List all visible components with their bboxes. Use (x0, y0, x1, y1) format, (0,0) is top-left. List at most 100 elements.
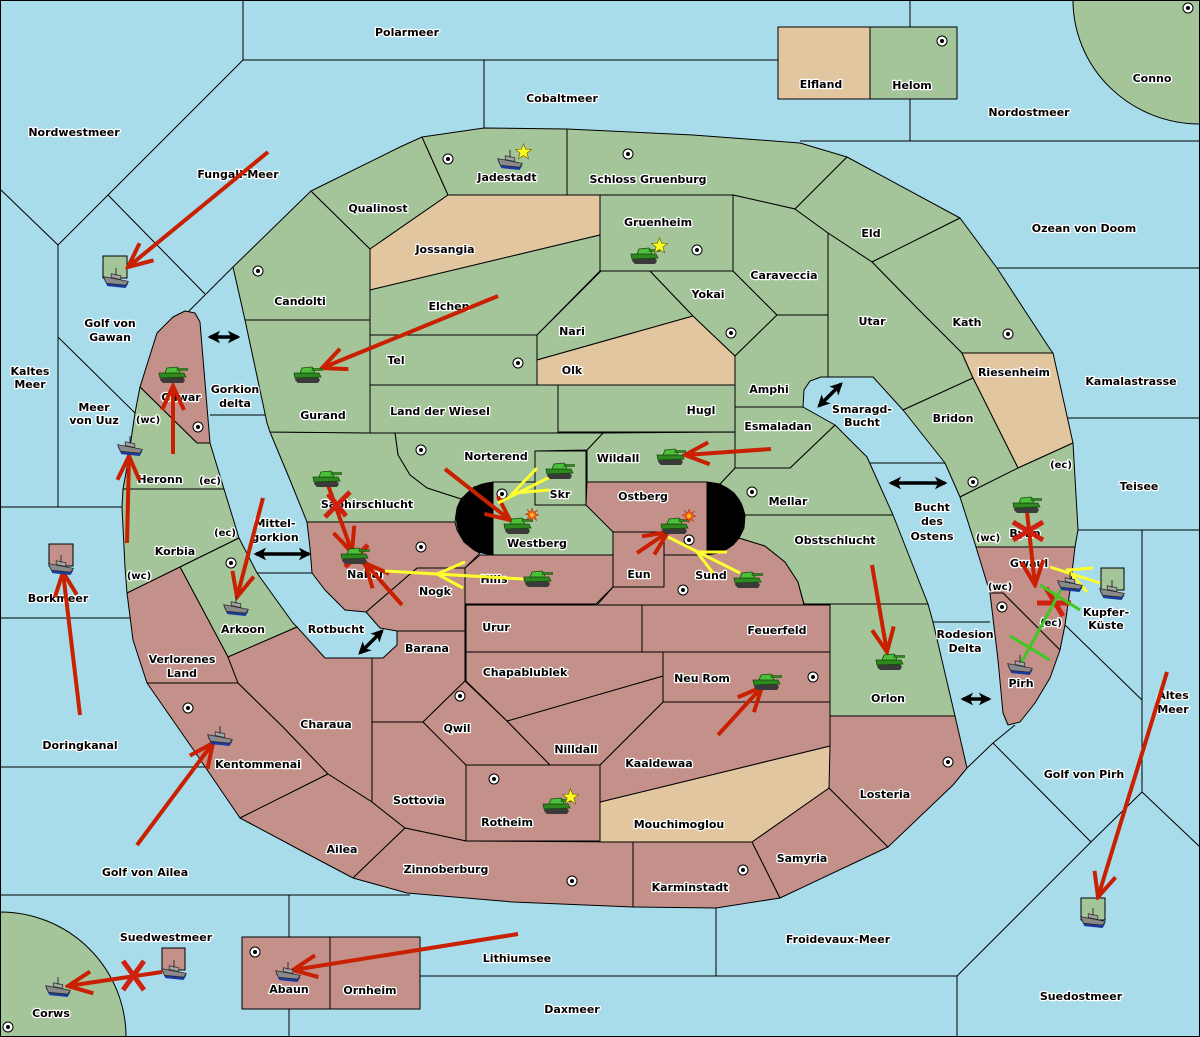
territory-ornheim[interactable] (329, 936, 421, 1010)
label-rotbucht: Rotbucht (308, 623, 365, 636)
label-nari: Nari (559, 325, 585, 338)
label-korbia-east-coast: (ec) (214, 528, 236, 539)
territory-land-der-wiesel[interactable] (369, 384, 559, 434)
move-orders (63, 150, 1169, 986)
label-candolti: Candolti (274, 295, 326, 308)
label-riesenheim: Riesenheim (978, 366, 1050, 379)
failed-x-icon (1011, 519, 1045, 543)
label-feuerfeld: Feuerfeld (747, 624, 806, 637)
supply-center-icon (1182, 2, 1194, 14)
move-arrow (135, 743, 213, 847)
label-sottovia: Sottovia (393, 794, 445, 807)
label-teisee: Teisee (1120, 480, 1159, 493)
label-korbia-west-coast: (wc) (127, 571, 151, 582)
label-obstschlucht: Obstschlucht (794, 534, 875, 547)
label-mouchimoglou: Mouchimoglou (634, 818, 725, 831)
label-kaaldewaa: Kaaldewaa (625, 757, 692, 770)
label-heronn: Heronn (137, 473, 182, 486)
label-utar: Utar (858, 315, 886, 328)
label-golf-von-pirh: Golf von Pirh (1044, 768, 1124, 781)
label-borkmeer: Borkmeer (28, 592, 89, 605)
label-suedwestmeer: Suedwestmeer (120, 931, 213, 944)
supply-center-icon (942, 756, 954, 768)
label-kath: Kath (952, 316, 981, 329)
convoy-cross (1009, 634, 1051, 662)
supply-center-icon (691, 244, 703, 256)
supply-center-icon (746, 486, 758, 498)
label-eun: Eun (627, 568, 650, 581)
label-pirh: Pirh (1008, 677, 1033, 690)
supply-center-icon (415, 541, 427, 553)
label-gawar: Gawar (161, 391, 201, 404)
label-arkoon: Arkoon (221, 623, 265, 636)
territory-saphirschlucht[interactable] (269, 431, 462, 523)
label-losteria: Losteria (860, 788, 910, 801)
label-suedostmeer: Suedostmeer (1040, 990, 1123, 1003)
label-esmaladan: Esmaladan (744, 420, 811, 433)
label-lithiumsee: Lithiumsee (483, 952, 551, 965)
label-nogk: Nogk (419, 585, 452, 598)
territory-esmaladan[interactable] (734, 406, 836, 469)
label-orlon: Orlon (871, 692, 905, 705)
canal-ostberg (707, 482, 745, 555)
move-arrow (237, 497, 265, 597)
label-conno: Conno (1133, 72, 1172, 85)
label-amphi: Amphi (749, 383, 788, 396)
supply-center-icon (566, 875, 578, 887)
support-orders (384, 466, 1101, 593)
supply-center-icon (996, 601, 1008, 613)
supply-center-icon (488, 773, 500, 785)
territory-zinnoberburg[interactable] (352, 827, 634, 908)
territory-elfland[interactable] (777, 26, 871, 100)
label-eld: Eld (861, 227, 880, 240)
double-arrow-icon (817, 382, 843, 408)
supply-center-icon (677, 584, 689, 596)
supply-center-icon (2, 1021, 14, 1033)
move-arrow (870, 564, 887, 652)
label-nilldall: Nilldall (554, 743, 597, 756)
label-norterend: Norterend (464, 450, 528, 463)
label-charaua: Charaua (300, 718, 351, 731)
label-hills: Hills (480, 573, 508, 586)
convoy-cross (1039, 583, 1081, 612)
support-arrowhead (433, 560, 466, 590)
support-arrow (1049, 565, 1101, 585)
move-arrow (1098, 671, 1169, 897)
label-jossangia: Jossangia (414, 243, 474, 256)
move-arrow (127, 456, 129, 544)
supply-center-icon (182, 702, 194, 714)
support-arrow (667, 535, 741, 575)
label-caraveccia: Caraveccia (750, 269, 817, 282)
move-arrow (685, 449, 772, 455)
support-arrow (497, 475, 551, 505)
supply-center-icon (807, 671, 819, 683)
label-mittelgorkion: Mittel-gorkion (251, 517, 298, 544)
label-rotheim: Rotheim (481, 816, 533, 829)
failed-order-marks (120, 490, 1071, 992)
supply-center-icon (252, 265, 264, 277)
label-korbia: Korbia (155, 545, 195, 558)
label-nordwestmeer: Nordwestmeer (28, 126, 120, 139)
label-gwaul-west-coast: (wc) (988, 582, 1012, 593)
label-bridon: Bridon (933, 412, 974, 425)
territory-corws[interactable] (0, 911, 127, 1037)
label-schloss-gruenburg: Schloss Gruenburg (589, 173, 706, 186)
territory-pirh[interactable] (989, 592, 1061, 726)
label-kentommenai: Kentommenai (215, 758, 301, 771)
support-arrow (384, 569, 524, 581)
supply-center-icon (683, 534, 695, 546)
convoy-line (1018, 587, 1064, 666)
label-tel: Tel (387, 354, 404, 367)
supply-center-icon (249, 946, 261, 958)
territory-conno[interactable] (1072, 0, 1200, 125)
territory-rotheim[interactable] (465, 764, 601, 842)
label-froidevaux-meer: Froidevaux-Meer (786, 933, 891, 946)
label-ozean-von-doom: Ozean von Doom (1032, 222, 1136, 235)
territory-gruenheim[interactable] (599, 194, 734, 272)
supply-center-icon (967, 476, 979, 488)
move-arrow (443, 467, 510, 520)
